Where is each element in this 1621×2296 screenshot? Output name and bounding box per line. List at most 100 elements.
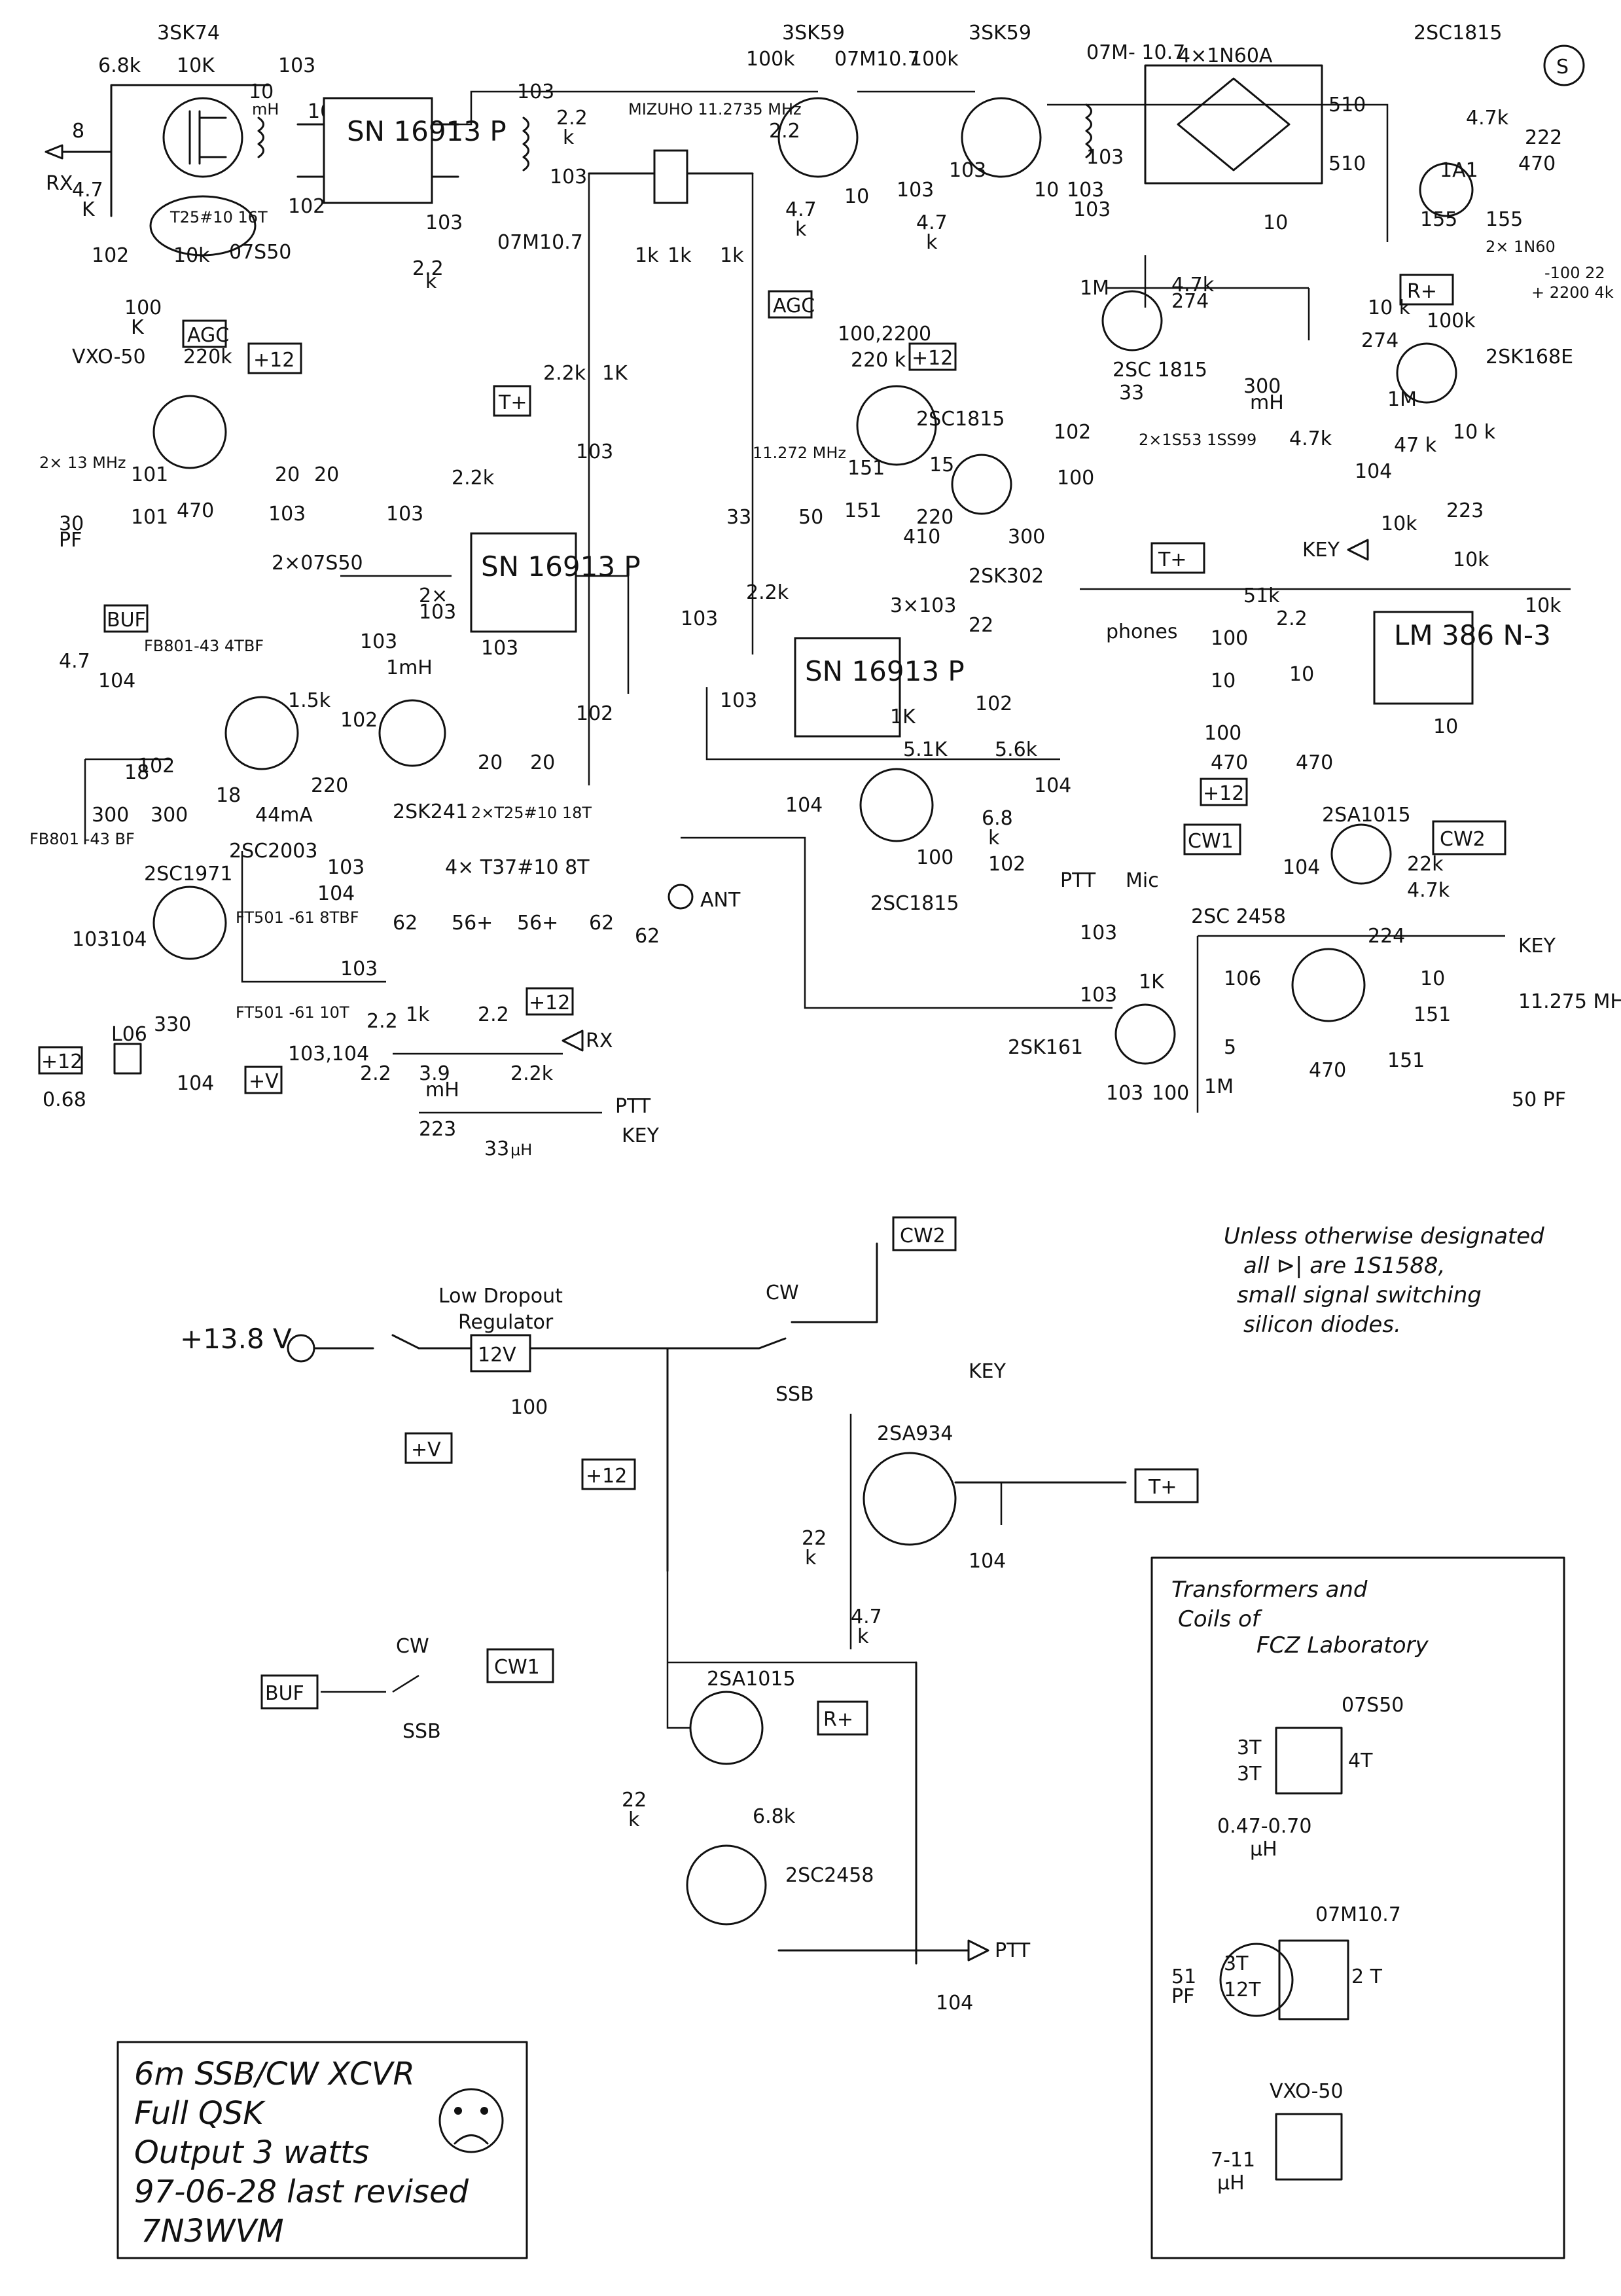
svg-text:62: 62	[589, 912, 614, 935]
svg-text:SSB: SSB	[775, 1383, 814, 1406]
title-line-3: Output 3 watts	[134, 2134, 369, 2171]
svg-text:+12: +12	[912, 347, 953, 370]
svg-text:274: 274	[1361, 329, 1398, 352]
svg-text:102: 102	[975, 692, 1012, 715]
svg-text:103: 103	[1080, 922, 1117, 944]
svg-text:CW1: CW1	[494, 1656, 540, 1679]
svg-text:KEY: KEY	[1518, 935, 1556, 958]
svg-text:10 k: 10 k	[1453, 421, 1496, 444]
buf-port-2: BUF CW SSB	[260, 1635, 441, 1743]
svg-text:1k: 1k	[720, 244, 744, 267]
svg-text:4.7: 4.7	[59, 650, 90, 673]
svg-text:6.8k: 6.8k	[98, 54, 141, 77]
svg-text:102: 102	[1054, 421, 1091, 444]
svg-text:22: 22	[969, 614, 993, 637]
svg-text:mH: mH	[425, 1079, 459, 1102]
svg-text:100: 100	[1057, 467, 1094, 490]
s-meter-label: S	[1556, 56, 1569, 79]
svg-text:20: 20	[275, 463, 300, 486]
svg-text:6.8k: 6.8k	[753, 1805, 796, 1828]
svg-text:PF: PF	[59, 529, 82, 552]
svg-text:k: k	[795, 218, 807, 241]
svg-text:106: 106	[1224, 967, 1261, 990]
svg-text:300: 300	[1243, 375, 1281, 398]
q-if1-label: 3SK59	[782, 22, 845, 45]
q-fet2-label: 2SK302	[969, 565, 1044, 588]
svg-text:103: 103	[386, 503, 423, 526]
toroid-label: T25#10 16T	[169, 208, 268, 226]
rx-out: RX	[561, 1030, 613, 1052]
svg-text:2.2k: 2.2k	[452, 467, 495, 490]
ant-label: ANT	[700, 889, 741, 912]
q-pwr3-label: 2SC2458	[785, 1864, 874, 1887]
svg-text:k: k	[425, 270, 437, 293]
svg-text:KEY: KEY	[969, 1360, 1006, 1383]
tplus-3: T+	[1134, 1468, 1199, 1503]
svg-text:103104: 103104	[72, 928, 147, 951]
svg-text:0.68: 0.68	[43, 1088, 86, 1111]
svg-text:220: 220	[916, 506, 953, 529]
note-line-1: Unless otherwise designated	[1224, 1223, 1544, 1249]
svg-text:2.2: 2.2	[360, 1062, 391, 1085]
svg-text:+12: +12	[41, 1050, 82, 1073]
svg-text:4.7: 4.7	[785, 198, 817, 221]
svg-text:470: 470	[1296, 751, 1333, 774]
svg-text:103: 103	[425, 211, 463, 234]
svg-text:22: 22	[622, 1789, 647, 1812]
svg-text:PTT: PTT	[615, 1095, 651, 1118]
svg-text:10: 10	[249, 81, 274, 103]
svg-text:10: 10	[1433, 715, 1458, 738]
q-cw-label: 2SA1015	[1322, 804, 1411, 827]
svg-text:3T: 3T	[1237, 1736, 1262, 1759]
svg-text:mH: mH	[1250, 391, 1284, 414]
svg-text:10: 10	[1263, 211, 1288, 234]
svg-text:10: 10	[844, 185, 869, 208]
svg-text:56+: 56+	[452, 912, 493, 935]
svg-text:4.7: 4.7	[72, 179, 103, 202]
q-rf-label: 3SK74	[157, 22, 220, 45]
svg-text:10k: 10k	[173, 244, 210, 267]
svg-text:103: 103	[278, 54, 315, 77]
svg-text:10: 10	[1034, 179, 1059, 202]
svg-text:62: 62	[393, 912, 418, 935]
svg-text:10: 10	[1420, 967, 1445, 990]
svg-text:VXO-50: VXO-50	[1270, 2080, 1344, 2103]
q-fet1-label: 2SK241	[393, 800, 468, 823]
svg-text:62: 62	[635, 925, 660, 948]
svg-text:PTT: PTT	[1060, 869, 1096, 892]
ptt-mic: PTT Mic	[1060, 869, 1159, 892]
title-line-2: Full QSK	[134, 2095, 266, 2132]
svg-text:2 T: 2 T	[1351, 1965, 1383, 1988]
svg-text:1mH: 1mH	[386, 656, 433, 679]
svg-text:103: 103	[897, 179, 934, 202]
svg-text:103: 103	[419, 601, 456, 624]
coil-box-title-1: Transformers and	[1171, 1577, 1368, 1603]
svg-text:3.9: 3.9	[419, 1062, 450, 1085]
svg-text:151: 151	[1387, 1049, 1425, 1072]
q-pwr1-label: 2SA934	[877, 1422, 953, 1445]
svg-text:2× 1N60: 2× 1N60	[1486, 238, 1556, 256]
fb1-label: FB801-43 4TBF	[144, 637, 264, 655]
q-pwr2-label: 2SA1015	[707, 1668, 796, 1691]
svg-text:1.5k: 1.5k	[288, 689, 331, 712]
svg-text:151: 151	[847, 457, 885, 480]
plus12-e: +12	[1200, 778, 1248, 806]
svg-text:k: k	[628, 1808, 640, 1831]
coil-box: Transformers and Coils of FCZ Laboratory…	[1150, 1556, 1565, 2259]
q-rx2-label: 2SK168E	[1486, 346, 1573, 368]
svg-text:223: 223	[419, 1118, 456, 1141]
svg-text:4T: 4T	[1348, 1749, 1373, 1772]
svg-text:μH: μH	[510, 1141, 532, 1159]
svg-text:274: 274	[1171, 290, 1209, 313]
q-agc-label: 2SC1815	[1414, 22, 1502, 45]
title-line-5: 7N3WVM	[141, 2213, 284, 2250]
note-line-4: silicon diodes.	[1243, 1312, 1401, 1338]
svg-text:100k: 100k	[1427, 310, 1476, 332]
